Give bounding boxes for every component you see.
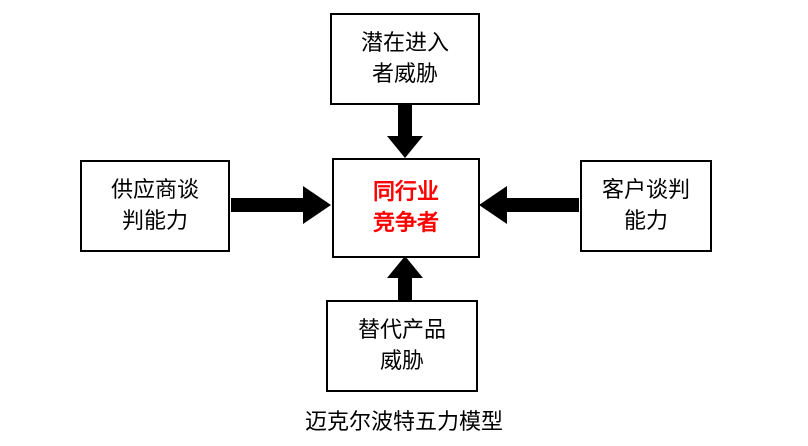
- node-customers: 客户谈判 能力: [580, 160, 712, 252]
- node-industry-competitors: 同行业 竞争者: [332, 158, 480, 258]
- arrow-bottom-to-center-icon: [387, 256, 423, 301]
- node-substitutes-label: 替代产品 威胁: [357, 317, 446, 373]
- node-suppliers-label: 供应商谈 判能力: [110, 177, 199, 233]
- diagram-caption: 迈克尔波特五力模型: [304, 409, 503, 434]
- arrow-left-to-center-icon: [231, 186, 331, 224]
- node-industry-competitors-label: 同行业 竞争者: [372, 179, 439, 235]
- node-customers-label: 客户谈判 能力: [601, 177, 690, 233]
- arrow-right-to-center-icon: [479, 186, 579, 224]
- node-substitutes: 替代产品 威胁: [326, 300, 478, 392]
- node-potential-entrants-label: 潜在进入 者威胁: [360, 30, 449, 86]
- arrow-top-to-center-icon: [387, 104, 423, 158]
- node-potential-entrants: 潜在进入 者威胁: [330, 13, 480, 105]
- node-suppliers: 供应商谈 判能力: [80, 160, 230, 252]
